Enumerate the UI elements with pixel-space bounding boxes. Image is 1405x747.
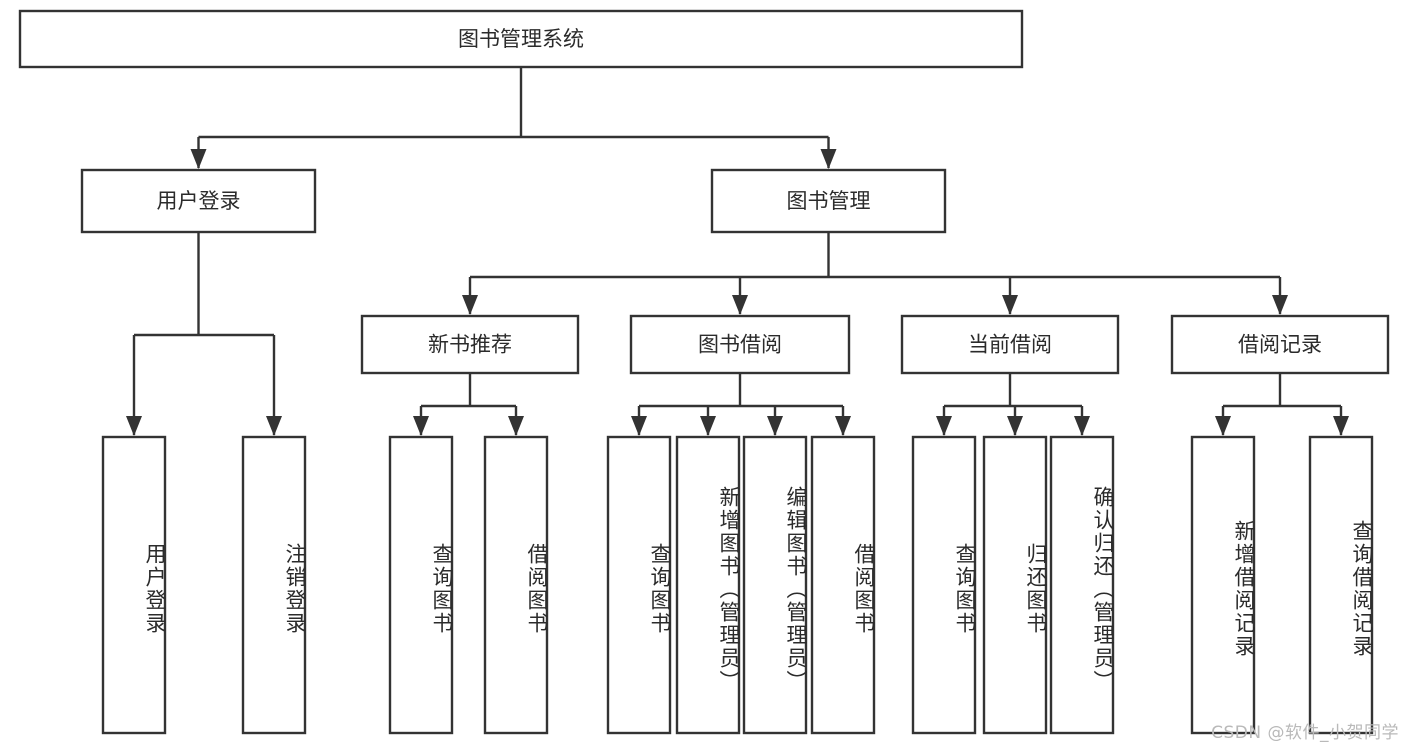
arrow-head-icon xyxy=(1074,416,1090,436)
node-box-borrow-record xyxy=(1170,314,1390,375)
node-box-query-book-3 xyxy=(911,435,977,735)
arrow-head-icon xyxy=(835,416,851,436)
node-label-book-manage: 图书管理 xyxy=(787,189,871,213)
node-box-confirm-return-admin xyxy=(1049,435,1115,735)
node-box-add-borrow-record xyxy=(1190,435,1256,735)
node-label-root: 图书管理系统 xyxy=(458,27,584,51)
arrow-head-icon xyxy=(462,295,478,315)
arrow-head-icon xyxy=(1333,416,1349,436)
arrow-head-icon xyxy=(1007,416,1023,436)
arrow-head-icon xyxy=(126,416,142,436)
node-box-return-book xyxy=(982,435,1048,735)
node-box-edit-book-admin xyxy=(742,435,808,735)
arrow-head-icon xyxy=(732,295,748,315)
node-box-query-book-1 xyxy=(388,435,454,735)
node-label-borrow-record: 借阅记录 xyxy=(1238,333,1322,357)
node-box-query-borrow-record xyxy=(1308,435,1374,735)
node-label-user-login: 用户登录 xyxy=(157,189,241,213)
node-box-book-manage xyxy=(710,168,947,234)
arrow-head-icon xyxy=(1272,295,1288,315)
arrow-head-icon xyxy=(1002,295,1018,315)
node-box-user-login-do xyxy=(101,435,167,735)
arrow-head-icon xyxy=(767,416,783,436)
node-box-user-login xyxy=(80,168,317,234)
node-label-current-borrow: 当前借阅 xyxy=(968,333,1052,357)
arrow-head-icon xyxy=(631,416,647,436)
arrow-head-icon xyxy=(413,416,429,436)
arrow-head-icon xyxy=(820,149,837,169)
boxes-layer xyxy=(18,9,1390,735)
connectors-layer xyxy=(126,67,1349,436)
node-box-new-book-recommend xyxy=(360,314,580,375)
arrow-head-icon xyxy=(936,416,952,436)
csdn-watermark: CSDN @软件_小贺同学 xyxy=(1211,723,1399,743)
node-box-root xyxy=(18,9,1024,69)
node-label-new-book-recommend: 新书推荐 xyxy=(428,333,512,357)
node-box-add-book-admin xyxy=(675,435,741,735)
arrow-head-icon xyxy=(190,149,207,169)
arrow-head-icon xyxy=(700,416,716,436)
node-box-borrow-book-1 xyxy=(483,435,549,735)
node-box-user-logout xyxy=(241,435,307,735)
arrow-head-icon xyxy=(1215,416,1231,436)
node-box-borrow-book-2 xyxy=(810,435,876,735)
node-label-book-borrow: 图书借阅 xyxy=(698,333,782,357)
arrow-head-icon xyxy=(266,416,282,436)
node-box-current-borrow xyxy=(900,314,1120,375)
arrow-head-icon xyxy=(508,416,524,436)
node-box-query-book-2 xyxy=(606,435,672,735)
node-box-book-borrow xyxy=(629,314,851,375)
